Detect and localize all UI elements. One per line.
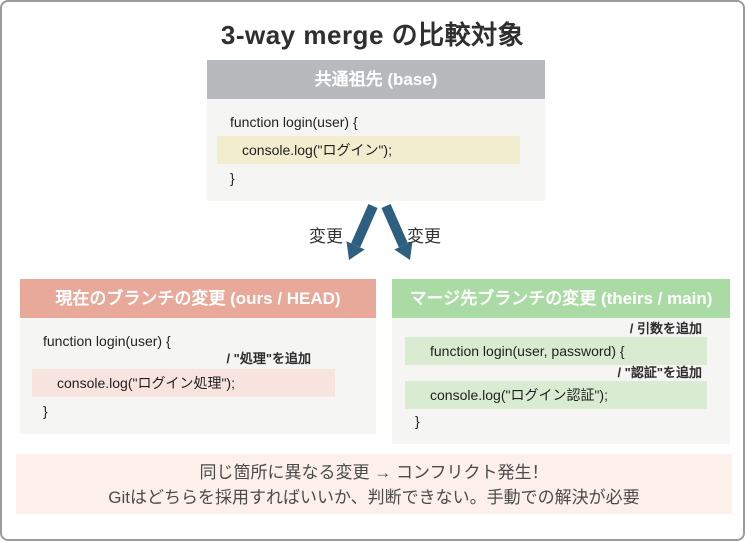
base-code-line-1: function login(user) { [230,114,358,130]
theirs-annotation-1: / 引数を追加 [629,321,702,336]
conflict-note: 同じ箇所に異なる変更 → コンフリクト発生！ Gitはどちらを採用すればいいか、… [16,454,732,514]
change-label-right: 変更 [407,227,441,246]
ours-box-code: function login(user) { / "処理"を追加 console… [20,318,376,434]
diverge-arrows-icon [346,203,413,260]
base-box-code: function login(user) { console.log("ログイン… [207,99,545,201]
base-code-line-3: } [230,170,235,186]
change-label-left: 変更 [309,227,343,246]
theirs-box: マージ先ブランチの変更 (theirs / main) / 引数を追加 func… [392,279,730,444]
ours-code-line-3: } [43,403,48,419]
page-title: 3-way merge の比較対象 [220,20,525,50]
theirs-annotation-2: / "認証"を追加 [617,365,702,380]
theirs-box-code: / 引数を追加 function login(user, password) {… [392,318,730,444]
theirs-code-highlight-1: function login(user, password) { [405,337,707,365]
conflict-note-line-1: 同じ箇所に異なる変更 → コンフリクト発生！ [199,463,549,482]
theirs-box-header: マージ先ブランチの変更 (theirs / main) [392,279,730,318]
ours-box: 現在のブランチの変更 (ours / HEAD) function login(… [20,279,376,434]
base-code-highlight: console.log("ログイン"); [217,136,520,164]
base-box-header: 共通祖先 (base) [207,60,545,99]
ours-annotation: / "処理"を追加 [226,351,311,366]
theirs-code-line-3: } [415,413,420,429]
conflict-note-line-2: Gitはどちらを採用すればいいか、判断できない。手動での解決が必要 [108,488,640,507]
ours-box-header: 現在のブランチの変更 (ours / HEAD) [20,279,376,318]
ours-code-line-1: function login(user) { [43,333,171,349]
ours-code-highlight: console.log("ログイン処理"); [32,369,335,397]
theirs-code-highlight-2: console.log("ログイン認証"); [405,381,707,409]
base-box: 共通祖先 (base) function login(user) { conso… [207,60,545,201]
